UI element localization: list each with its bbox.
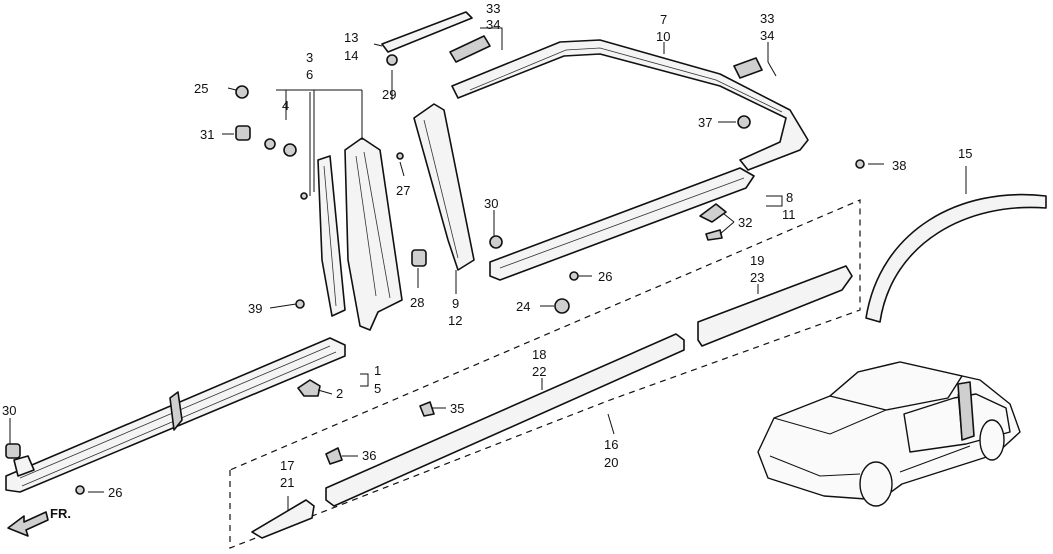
callout-31: 31 — [200, 127, 214, 142]
callout-37: 37 — [698, 115, 712, 130]
callout-23: 23 — [750, 270, 764, 285]
clip-33-left — [449, 35, 491, 63]
front-molding-17 — [251, 499, 315, 539]
callout-17: 17 — [280, 458, 294, 473]
callout-3: 3 — [306, 50, 313, 65]
door-molding-upper — [489, 167, 755, 281]
small-molding-13 — [381, 11, 473, 53]
callout-30-upper: 30 — [484, 196, 498, 211]
callout-26-upper: 26 — [598, 269, 612, 284]
callout-4: 4 — [282, 98, 289, 113]
center-pillar-garnish — [317, 155, 346, 317]
front-arrow-label: FR. — [50, 506, 71, 521]
callout-18: 18 — [532, 347, 546, 362]
callout-33-left: 33 — [486, 1, 500, 16]
callout-28: 28 — [410, 295, 424, 310]
callout-10: 10 — [656, 29, 670, 44]
callout-12: 12 — [448, 313, 462, 328]
callout-38: 38 — [892, 158, 906, 173]
front-direction-arrow: FR. — [7, 506, 71, 537]
callout-14: 14 — [344, 48, 358, 63]
callout-39: 39 — [248, 301, 262, 316]
callout-9: 9 — [452, 296, 459, 311]
callout-36: 36 — [362, 448, 376, 463]
callout-33-right: 33 — [760, 11, 774, 26]
rear-quarter-molding-19 — [697, 265, 853, 347]
callout-24: 24 — [516, 299, 530, 314]
callout-32: 32 — [738, 215, 752, 230]
rear-pillar-garnish — [413, 103, 475, 271]
car-illustration — [757, 361, 1021, 507]
callout-34-right: 34 — [760, 28, 774, 43]
clip-part-2 — [297, 379, 321, 397]
callout-7: 7 — [660, 12, 667, 27]
callout-21: 21 — [280, 475, 294, 490]
callout-16: 16 — [604, 437, 618, 452]
callout-26-lower: 26 — [108, 485, 122, 500]
callout-11: 11 — [782, 207, 796, 222]
door-body-molding-18 — [325, 333, 685, 507]
callout-15: 15 — [958, 146, 972, 161]
callout-5: 5 — [374, 381, 381, 396]
callout-29: 29 — [382, 87, 396, 102]
callout-labels: 1 2 3 4 5 6 7 8 9 10 11 12 13 14 15 16 1… — [2, 1, 972, 500]
callout-19: 19 — [750, 253, 764, 268]
callout-6: 6 — [306, 67, 313, 82]
callout-27: 27 — [396, 183, 410, 198]
callout-22: 22 — [532, 364, 546, 379]
roof-drip-molding — [451, 39, 809, 171]
callout-13: 13 — [344, 30, 358, 45]
callout-34-left: 34 — [486, 17, 500, 32]
callout-25: 25 — [194, 81, 208, 96]
callout-1: 1 — [374, 363, 381, 378]
callout-8: 8 — [786, 190, 793, 205]
clip-33-right — [733, 57, 763, 79]
callout-20: 20 — [604, 455, 618, 470]
fasteners — [5, 54, 865, 495]
pillar-garnish-wide — [344, 137, 403, 331]
wheel-arch-molding — [865, 193, 1047, 323]
callout-2: 2 — [336, 386, 343, 401]
lower-parts-region-outline — [229, 199, 861, 549]
callout-30-lower: 30 — [2, 403, 16, 418]
leader-lines — [9, 27, 967, 510]
callout-35: 35 — [450, 401, 464, 416]
side-sill-molding — [5, 337, 346, 493]
